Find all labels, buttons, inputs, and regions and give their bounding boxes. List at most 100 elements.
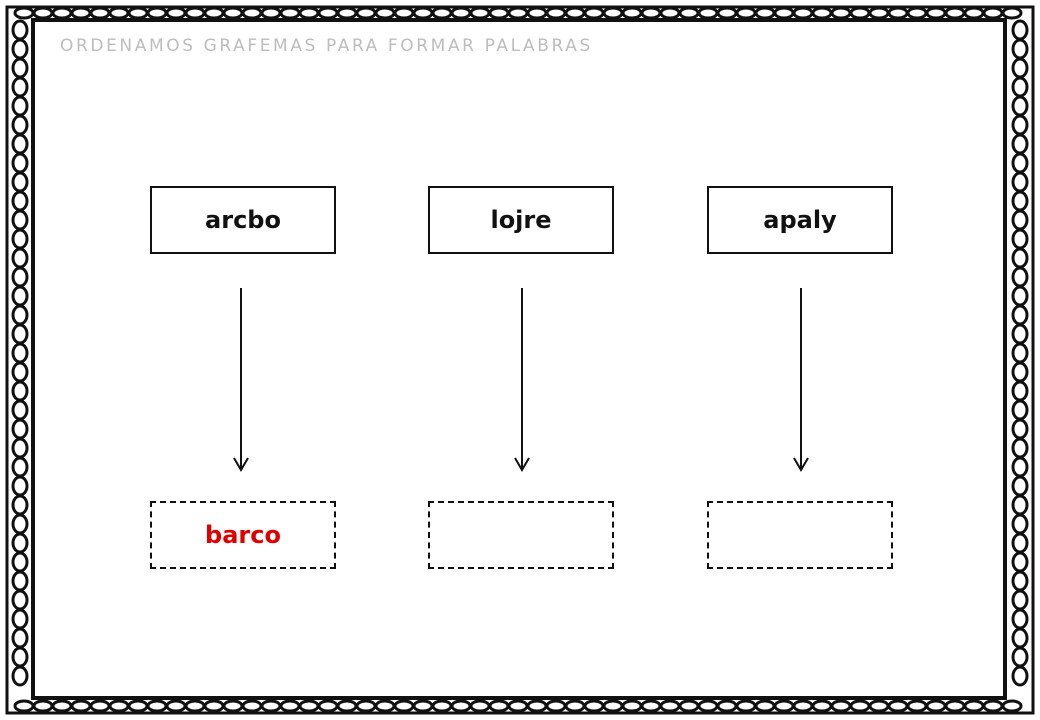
border-loop	[1011, 152, 1029, 174]
border-loop	[11, 665, 29, 687]
scrambled-word-box-2: lojre	[428, 186, 614, 254]
border-loop	[11, 551, 29, 573]
border-loop	[1011, 342, 1029, 364]
border-loop	[412, 6, 434, 20]
border-loop	[11, 171, 29, 193]
border-loop	[1011, 190, 1029, 212]
border-loop	[374, 6, 396, 20]
border-loop	[11, 76, 29, 98]
border-loop	[11, 475, 29, 497]
border-loop	[697, 699, 719, 713]
scrambled-word-box-1: arcbo	[150, 186, 336, 254]
border-loop	[659, 699, 681, 713]
border-loop	[11, 190, 29, 212]
border-loop	[925, 6, 947, 20]
border-loop	[830, 6, 852, 20]
border-loop	[1011, 532, 1029, 554]
answer-box-2[interactable]	[428, 501, 614, 569]
arrow-down-icon	[514, 288, 530, 472]
border-loop	[11, 456, 29, 478]
border-loop	[773, 6, 795, 20]
border-loop	[165, 699, 187, 713]
border-loop	[51, 699, 73, 713]
border-loop	[11, 19, 29, 41]
border-loop	[1011, 551, 1029, 573]
border-loop	[355, 699, 377, 713]
border-loop	[469, 6, 491, 20]
border-loop	[1011, 589, 1029, 611]
border-loop	[1011, 19, 1029, 41]
arrow-down-icon	[233, 288, 249, 472]
border-loop	[393, 6, 415, 20]
border-loop	[184, 6, 206, 20]
border-loop	[355, 6, 377, 20]
border-loop	[1011, 95, 1029, 117]
border-loop	[11, 399, 29, 421]
border-loop	[659, 6, 681, 20]
border-loop	[11, 570, 29, 592]
border-loop	[507, 6, 529, 20]
border-loop	[241, 699, 263, 713]
border-loop	[868, 6, 890, 20]
border-loop	[583, 699, 605, 713]
border-loop	[11, 323, 29, 345]
border-loop	[203, 699, 225, 713]
border-loop	[184, 699, 206, 713]
border-loop	[1011, 399, 1029, 421]
border-loop	[488, 699, 510, 713]
border-loop	[526, 699, 548, 713]
border-loop	[11, 342, 29, 364]
border-loop	[1011, 665, 1029, 687]
border-loop	[1011, 247, 1029, 269]
border-loop	[1011, 209, 1029, 231]
border-loop	[260, 699, 282, 713]
border-loop	[11, 437, 29, 459]
border-loop	[1011, 627, 1029, 649]
border-loop	[849, 699, 871, 713]
border-loop	[1011, 228, 1029, 250]
border-loop	[11, 57, 29, 79]
border-loop	[11, 627, 29, 649]
border-loop	[70, 699, 92, 713]
border-loop	[203, 6, 225, 20]
border-loop	[11, 361, 29, 383]
border-loop	[735, 699, 757, 713]
border-loop	[393, 699, 415, 713]
border-loop	[507, 699, 529, 713]
border-loop	[1011, 380, 1029, 402]
border-loop	[773, 699, 795, 713]
border-loop	[1011, 513, 1029, 535]
answer-box-3[interactable]	[707, 501, 893, 569]
border-loop	[11, 304, 29, 326]
border-loop	[1011, 304, 1029, 326]
border-loop	[754, 6, 776, 20]
border-loop	[146, 699, 168, 713]
border-loop	[545, 6, 567, 20]
border-loop	[450, 6, 472, 20]
border-loop	[336, 6, 358, 20]
answer-box-1[interactable]: barco	[150, 501, 336, 569]
border-loop	[754, 699, 776, 713]
border-loop	[298, 6, 320, 20]
border-loop	[830, 699, 852, 713]
border-loop	[32, 6, 54, 20]
border-loop	[564, 699, 586, 713]
border-loop	[412, 699, 434, 713]
border-loop	[450, 699, 472, 713]
border-loop	[11, 380, 29, 402]
border-loop	[317, 6, 339, 20]
border-loop	[11, 418, 29, 440]
scrambled-word-box-3: apaly	[707, 186, 893, 254]
border-loop	[13, 699, 35, 713]
border-loop	[488, 6, 510, 20]
border-loop	[317, 699, 339, 713]
border-loop	[887, 6, 909, 20]
border-loop	[11, 513, 29, 535]
border-loop	[1011, 437, 1029, 459]
border-loop	[279, 6, 301, 20]
border-loop	[165, 6, 187, 20]
border-loop	[51, 6, 73, 20]
border-loop	[1011, 475, 1029, 497]
border-loop	[11, 285, 29, 307]
border-loop	[1011, 494, 1029, 516]
